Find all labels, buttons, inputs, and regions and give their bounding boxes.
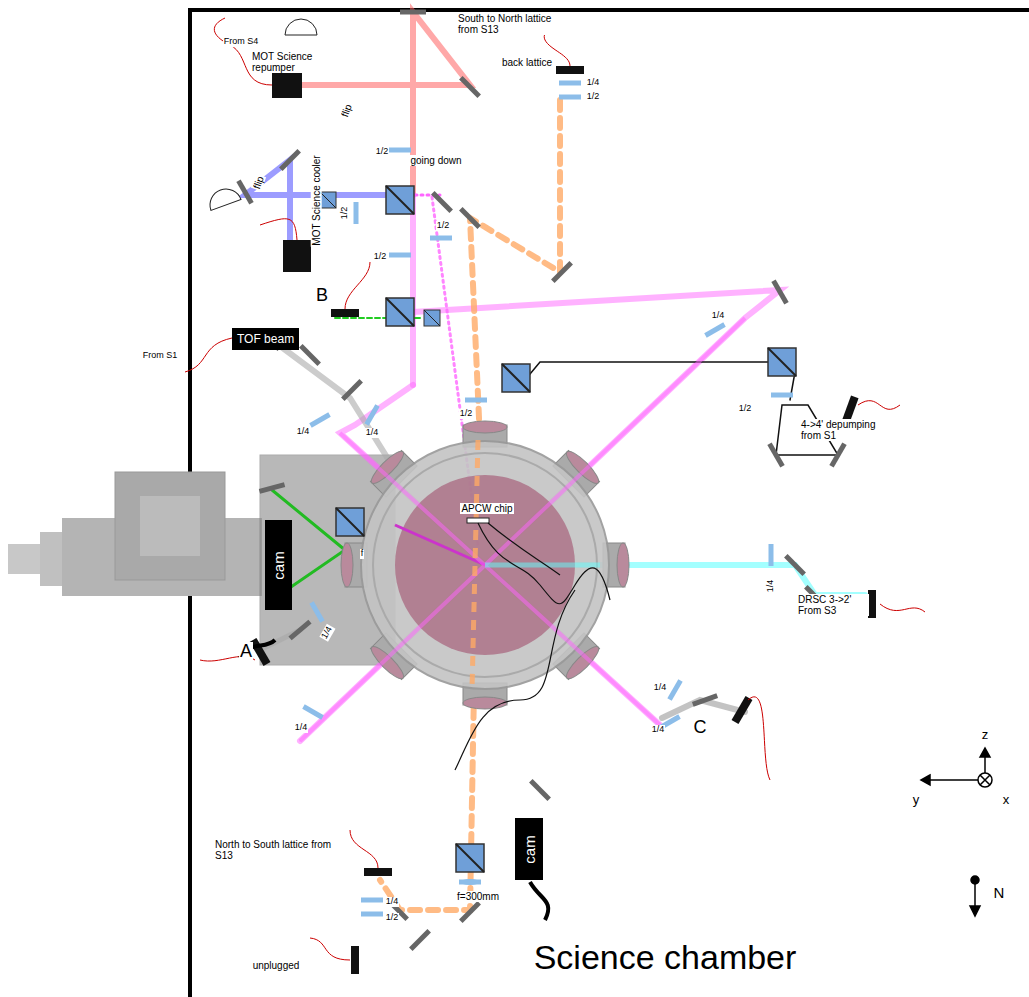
label: f [360,549,365,559]
label: 1/2 [586,92,601,102]
label: A [239,642,253,662]
label: f=300mm [456,891,500,902]
node-label: TOF beam [237,332,294,346]
label: y [912,793,921,807]
label: MOT Science cooler [311,154,322,246]
node-label: cam [521,835,538,863]
label: 1/2 [375,147,390,157]
label: C [693,718,708,738]
apparatus [8,455,395,665]
label: x [1002,793,1011,807]
label: flip [250,173,265,191]
label: 1/2 [459,409,474,419]
axes [921,748,992,916]
label: DRSC 3->2' From S3 [797,594,869,616]
label: flip [338,101,353,119]
node-label: cam [270,551,287,579]
label: 1/4 [294,723,309,733]
label: South to North lattice from S13 [457,13,569,35]
label: APCW chip [460,503,513,514]
label: 1/4 [296,427,311,437]
label: 1/4 [385,897,400,907]
label: 1/2 [340,206,350,221]
label: 1/2 [436,221,451,231]
beams [245,12,865,910]
laser-source-box: TOF beam [232,328,299,350]
table-frame [190,10,1029,997]
fibers [185,18,925,960]
label: 4->4' depumping from S1 [800,419,892,441]
label: 1/4 [766,579,776,594]
label: 1/2 [385,913,400,923]
science-chamber [300,318,745,770]
label: North to South lattice from S13 [214,839,336,861]
label: N [993,885,1006,902]
label: B [315,286,329,306]
label: From S1 [142,351,179,361]
label: From S4 [223,37,260,47]
label: Science chamber [533,939,798,976]
label: 1/4 [365,428,380,438]
label: z [981,728,990,742]
label: 1/2 [738,404,753,414]
label: 1/4 [711,311,726,321]
optics [205,10,876,975]
label: going down [409,155,462,166]
label: unplugged [252,960,301,971]
label: 1/4 [653,683,668,693]
label: 1/4 [586,78,601,88]
apcw-chip [467,518,489,523]
camera-box: cam [265,520,292,610]
camera-box: cam [515,818,543,880]
label: 1/2 [373,252,388,262]
label: 1/4 [651,725,666,735]
label: MOT Science repumper [251,51,323,73]
label: back lattice [501,57,553,68]
